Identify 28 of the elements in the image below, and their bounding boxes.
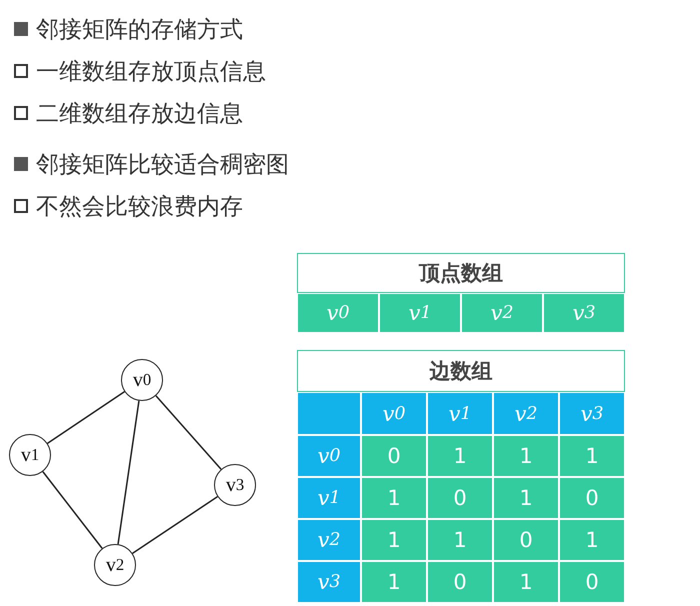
bullet-text: 一维数组存放顶点信息 [36,58,267,86]
matrix-value-cell: 1 [493,477,559,519]
matrix-value-cell: 1 [361,477,427,519]
bullet-text: 二维数组存放边信息 [36,100,244,128]
graph-edge [117,400,140,544]
matrix-value-cell: 1 [361,519,427,561]
matrix-value-cell: 0 [559,561,625,603]
bullet-text: 邻接矩阵比较适合稠密图 [36,150,290,180]
matrix-value-cell: 0 [427,561,493,603]
matrix-value-cell: 0 [427,477,493,519]
matrix-value-cell: 1 [427,519,493,561]
matrix-value-cell: 1 [361,561,427,603]
table-heading: 顶点数组 [297,253,625,293]
graph-edge [155,395,222,470]
matrix-value-cell: 1 [493,561,559,603]
matrix-value-cell: 1 [559,519,625,561]
matrix-value-cell: 1 [493,435,559,477]
bullet-text: 不然会比较浪费内存 [36,192,244,222]
matrix-value-cell: 0 [361,435,427,477]
table-heading: 边数组 [297,350,625,392]
bullet-text: 邻接矩阵的存储方式 [36,16,244,44]
matrix-value-cell: 0 [493,519,559,561]
matrix-value-cell: 1 [559,435,625,477]
graph-edge [42,471,103,549]
graph-edge [47,391,125,444]
matrix-value-cell: 1 [427,435,493,477]
matrix-value-cell: 0 [559,477,625,519]
graph-edge [132,496,218,554]
